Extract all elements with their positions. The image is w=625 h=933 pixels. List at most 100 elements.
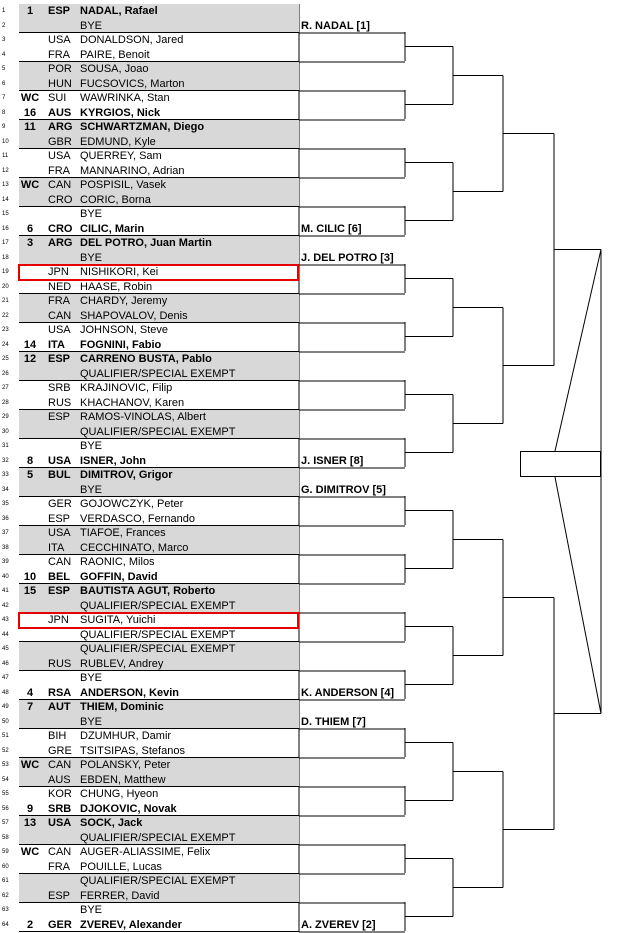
player-name: HAASE, Robin xyxy=(80,280,153,293)
draw-position: 28 xyxy=(2,399,9,406)
country-code: CAN xyxy=(48,179,72,191)
player-name: QUALIFIER/SPECIAL EXEMPT xyxy=(80,831,236,844)
divider xyxy=(19,757,299,758)
divider xyxy=(19,467,299,468)
draw-position: 7 xyxy=(2,95,6,101)
divider xyxy=(19,119,299,120)
player-name: FOGNINI, Fabio xyxy=(80,338,162,351)
final-diag xyxy=(554,476,602,714)
draw-position: 43 xyxy=(2,617,9,623)
country-code: ITA xyxy=(48,541,65,554)
seed-label: 9 xyxy=(26,802,34,815)
player-name: QUALIFIER/SPECIAL EXEMPT xyxy=(80,628,236,641)
draw-position: 53 xyxy=(2,762,9,768)
draw-position: 42 xyxy=(2,602,9,609)
country-code: SRB xyxy=(48,802,72,815)
player-name: CARRENO BUSTA, Pablo xyxy=(80,353,212,365)
player-name: VERDASCO, Fernando xyxy=(80,512,195,525)
player-name: POSPISIL, Vasek xyxy=(80,179,167,191)
player-name: QUALIFIER/SPECIAL EXEMPT xyxy=(80,643,236,655)
seed-label: 10 xyxy=(23,570,37,583)
draw-position: 9 xyxy=(2,124,6,130)
draw-position: 52 xyxy=(2,747,9,754)
highlight-box xyxy=(18,264,299,281)
draw-position: 1 xyxy=(2,8,6,14)
divider xyxy=(19,815,299,816)
country-code: HUN xyxy=(48,77,72,90)
player-name: BYE xyxy=(80,251,103,264)
divider xyxy=(19,728,299,729)
player-name: TIAFOE, Frances xyxy=(80,527,166,539)
country-code: USA xyxy=(48,324,71,336)
player-name: SCHWARTZMAN, Diego xyxy=(80,121,205,133)
player-name: RAMOS-VINOLAS, Albert xyxy=(80,411,206,423)
draw-position: 8 xyxy=(2,109,6,116)
draw-row: 37 USA TIAFOE, Frances xyxy=(0,526,299,541)
draw-position: 37 xyxy=(2,530,9,536)
country-code: FRA xyxy=(48,164,70,177)
player-name: KHACHANOV, Karen xyxy=(80,396,185,409)
player-name: RAONIC, Milos xyxy=(80,556,155,568)
seed-label: 16 xyxy=(23,106,37,119)
player-name: BYE xyxy=(80,440,103,452)
country-code: NED xyxy=(48,280,72,293)
draw-position: 51 xyxy=(2,733,9,739)
country-code: ARG xyxy=(48,121,73,133)
draw-position: 40 xyxy=(2,573,9,580)
divider xyxy=(19,61,299,62)
player-name: GOJOWCZYK, Peter xyxy=(80,498,184,510)
seed-label: WC xyxy=(20,179,40,191)
divider xyxy=(19,699,299,700)
country-code: BEL xyxy=(48,570,70,583)
country-code: GER xyxy=(48,498,72,510)
player-name: QUALIFIER/SPECIAL EXEMPT xyxy=(80,367,236,380)
player-name: SOUSA, Joao xyxy=(80,63,149,75)
player-name: SHAPOVALOV, Denis xyxy=(80,309,188,322)
draw-position: 34 xyxy=(2,486,9,493)
player-name: KYRGIOS, Nick xyxy=(80,106,161,119)
draw-position: 10 xyxy=(2,138,9,145)
divider xyxy=(19,554,299,555)
draw-position: 24 xyxy=(2,341,9,348)
country-code: ESP xyxy=(48,889,71,902)
divider xyxy=(19,293,299,294)
player-name: EBDEN, Matthew xyxy=(80,773,166,786)
draw-position: 26 xyxy=(2,370,9,377)
player-name: BYE xyxy=(80,672,103,684)
divider xyxy=(19,351,299,352)
country-code: GER xyxy=(48,918,72,931)
country-code: USA xyxy=(48,817,72,829)
divider xyxy=(19,583,299,584)
country-code: USA xyxy=(48,527,71,539)
draw-position: 36 xyxy=(2,515,9,522)
player-name: DJOKOVIC, Novak xyxy=(80,802,177,815)
draw-position: 46 xyxy=(2,660,9,667)
divider xyxy=(19,235,299,236)
divider xyxy=(19,873,299,874)
round2-winner-label: D. THIEM [7] xyxy=(301,716,366,728)
country-code: ESP xyxy=(48,353,71,365)
draw-position: 59 xyxy=(2,849,9,855)
